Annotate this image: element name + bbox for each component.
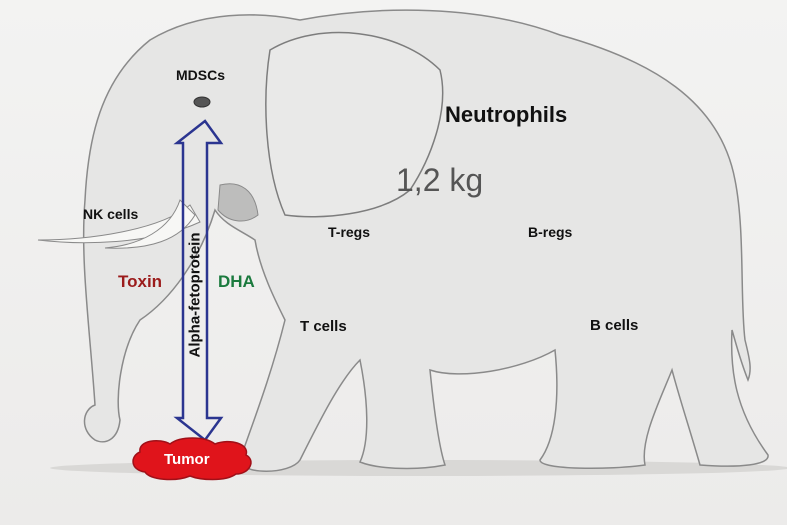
tumor-cloud	[132, 437, 252, 481]
label-weight: 1,2 kg	[396, 162, 484, 198]
elephant-mouth	[217, 183, 259, 222]
elephant-body	[82, 9, 769, 472]
label-tumor: Tumor	[164, 451, 210, 468]
label-dha: DHA	[218, 272, 255, 291]
label-b-cells: B cells	[590, 317, 639, 334]
label-t-cells: T cells	[300, 318, 347, 335]
label-alpha-fetoprotein: Alpha-fetoprotein	[186, 232, 204, 358]
label-t-regs: T-regs	[328, 224, 371, 240]
label-neutrophils: Neutrophils	[445, 102, 568, 127]
elephant-ear	[265, 31, 444, 218]
label-toxin: Toxin	[118, 272, 163, 291]
label-b-regs: B-regs	[528, 224, 573, 240]
label-nk-cells: NK cells	[83, 206, 139, 222]
elephant-eye	[193, 96, 211, 108]
label-mdscs: MDSCs	[176, 67, 226, 83]
